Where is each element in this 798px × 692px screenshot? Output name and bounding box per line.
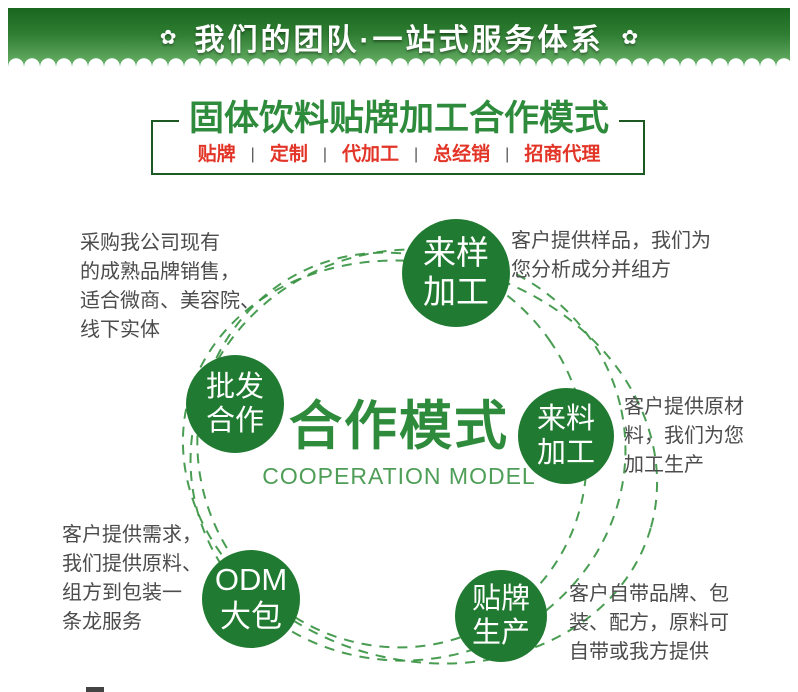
node-wholesale-cooperation: 批发 合作 — [186, 355, 284, 453]
tags-row: 贴牌 | 定制 | 代加工 | 总经销 | 招商代理 — [0, 143, 798, 167]
section-title: 固体饮料贴牌加工合作模式 — [0, 97, 798, 141]
tag-private-label: 贴牌 — [197, 144, 236, 165]
note-oem-production: 客户自带品牌、包 装、配方，原料可 自带或我方提供 — [569, 583, 729, 663]
tag-customization: 定制 — [269, 144, 308, 165]
note-odm-package: 客户提供需求， 我们提供原料、 组方到包装一 条龙服务 — [62, 524, 202, 633]
node-oem-production: 贴牌 生产 — [455, 570, 547, 662]
header-banner: ✿ 我们的团队·一站式服务体系 ✿ — [8, 8, 790, 66]
node-incoming-material: 来料 加工 — [518, 388, 614, 484]
note-incoming-material: 客户提供原材 料，我们为您 加工生产 — [624, 396, 744, 476]
node-odm-package: ODM 大包 — [202, 550, 300, 648]
tag-separator: | — [414, 146, 419, 163]
node-label: 贴牌 生产 — [471, 582, 530, 649]
node-sample-processing: 来样 加工 — [402, 219, 510, 327]
dashed-ring-1 — [189, 248, 627, 662]
banner-title: 我们的团队·一站式服务体系 — [194, 24, 604, 57]
tag-general-distribution: 总经销 — [433, 144, 491, 165]
center-label: 合作模式 COOPERATION MODEL — [217, 397, 581, 490]
tag-contract-processing: 代加工 — [341, 144, 399, 165]
tag-separator: | — [322, 146, 327, 163]
flower-icon-right: ✿ — [621, 26, 639, 49]
node-label: 批发 合作 — [205, 370, 264, 437]
node-label: ODM 大包 — [214, 562, 288, 634]
center-subtitle: COOPERATION MODEL — [262, 463, 536, 490]
section-title-text: 固体饮料贴牌加工合作模式 — [178, 97, 619, 141]
node-label: 来料 加工 — [536, 402, 595, 469]
node-label: 来样 加工 — [423, 234, 489, 310]
note-sample-processing: 客户提供样品，我们为 您分析成分并组方 — [511, 230, 711, 281]
tag-separator: | — [505, 146, 510, 163]
tag-separator: | — [250, 146, 255, 163]
tag-investment-agency: 招商代理 — [524, 144, 601, 165]
cropped-text-artifact — [86, 687, 104, 692]
center-title: 合作模式 — [289, 397, 509, 456]
note-wholesale-cooperation: 采购我公司现有 的成熟品牌销售， 适合微商、美容院、 线下实体 — [80, 232, 260, 341]
flower-icon-left: ✿ — [159, 26, 177, 49]
